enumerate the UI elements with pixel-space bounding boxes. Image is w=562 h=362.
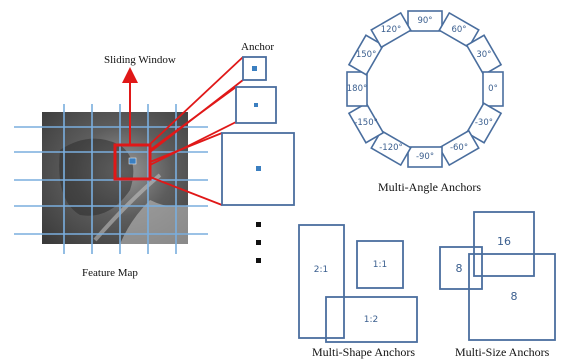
angle-anchor-box [347,34,385,76]
angle-anchor-box [438,129,480,167]
angle-anchor-label: 180° [347,84,367,94]
size-label-8-small: 8 [456,262,463,275]
angle-anchor: 120° [370,11,412,49]
feature-map [42,112,188,244]
angle-anchor-box [465,34,503,76]
ellipsis-dots [256,222,261,263]
angle-anchor: 30° [465,34,503,76]
multi-shape-anchors [298,224,418,343]
sliding-window-center [128,157,137,165]
anchor-center-dot [256,166,261,171]
angle-anchor: 150° [347,34,385,76]
multi-size-label: Multi-Size Anchors [455,345,550,359]
shape-anchor-2-1 [298,224,345,339]
angle-anchor-label: 60° [451,25,466,35]
shape-label-1-2: 1:2 [364,315,378,325]
multi-angle-label: Multi-Angle Anchors [378,180,481,194]
angle-anchor-box [407,146,443,168]
angle-anchor-label: -30° [475,118,493,128]
anchor-centers [252,66,261,171]
angle-anchor: -90° [407,146,443,168]
size-anchor-8-large [468,253,556,341]
angle-anchor-box [438,11,480,49]
angle-anchor: -30° [465,102,503,144]
anchor-group [221,56,295,206]
multi-angle-anchors: 90° 60° 30° 0° -30° -60° -90° -120° -150° 180° 150… [346,10,504,168]
anchor-center-dot [252,66,257,71]
angle-anchor: 90° [407,10,443,32]
angle-anchor-box [346,71,368,107]
angle-anchor-label: 150° [356,50,376,60]
angle-anchor-label: -150° [354,118,378,128]
angle-anchor-label: -120° [379,143,403,153]
size-label-8-large: 8 [511,290,518,303]
angle-anchor-box [370,129,412,167]
angle-anchor-label: 0° [488,84,498,94]
angle-anchor: 0° [482,71,504,107]
shape-anchor-1-1 [356,240,404,289]
shape-label-2-1: 2:1 [314,265,328,275]
feature-map-grid [14,104,208,254]
anchor-medium [235,86,277,124]
angle-anchor-label: -60° [450,143,468,153]
angle-anchor: 60° [438,11,480,49]
angle-anchor-box [482,71,504,107]
angle-anchor-label: 90° [417,16,432,26]
shape-anchor-1-2 [325,296,418,343]
size-label-16: 16 [497,235,511,248]
angle-anchor-box [407,10,443,32]
angle-anchor-label: 30° [476,50,491,60]
angle-anchor-box [465,102,503,144]
anchor-large [221,132,295,206]
size-anchor-8-small [439,246,483,290]
angle-anchor-label: -90° [416,152,434,162]
feature-map-label: Feature Map [82,267,138,279]
anchor-small [242,56,267,81]
angle-anchor-box [370,11,412,49]
shape-label-1-1: 1:1 [373,260,387,270]
anchor-label: Anchor [241,41,274,53]
sliding-window-label: Sliding Window [104,54,176,66]
angle-anchor: -60° [438,129,480,167]
anchor-connectors [147,56,244,206]
angle-anchor: -150° [347,102,385,144]
multi-size-anchors [439,211,556,341]
multi-shape-label: Multi-Shape Anchors [312,345,415,359]
angle-anchor-label: 120° [381,25,401,35]
angle-anchor: -120° [370,129,412,167]
angle-anchor: 180° [346,71,368,107]
angle-anchor-box [347,102,385,144]
size-anchor-16 [473,211,535,277]
anchor-center-dot [254,103,258,107]
